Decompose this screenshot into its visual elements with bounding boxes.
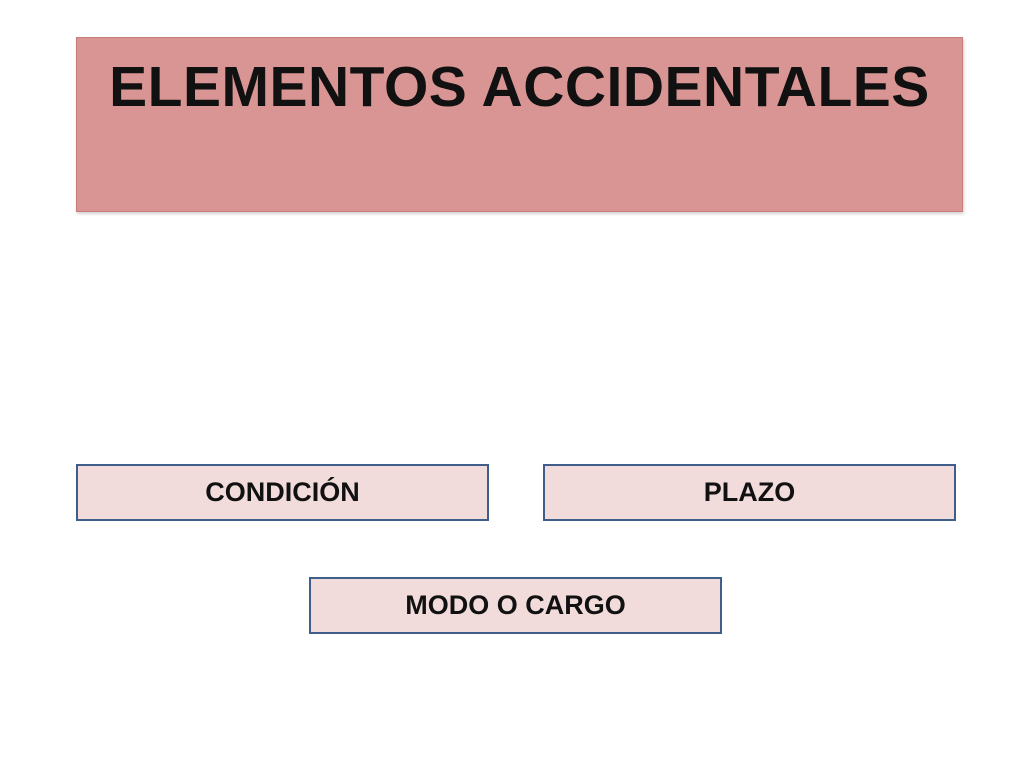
concept-box-plazo: PLAZO [543, 464, 956, 521]
concept-label-modo: MODO O CARGO [405, 590, 626, 620]
slide-title: ELEMENTOS ACCIDENTALES [109, 55, 930, 119]
concept-box-modo: MODO O CARGO [309, 577, 722, 634]
title-box: ELEMENTOS ACCIDENTALES [76, 37, 963, 212]
concept-label-condicion: CONDICIÓN [205, 477, 360, 507]
concept-label-plazo: PLAZO [703, 477, 796, 507]
concept-box-condicion: CONDICIÓN [76, 464, 489, 521]
